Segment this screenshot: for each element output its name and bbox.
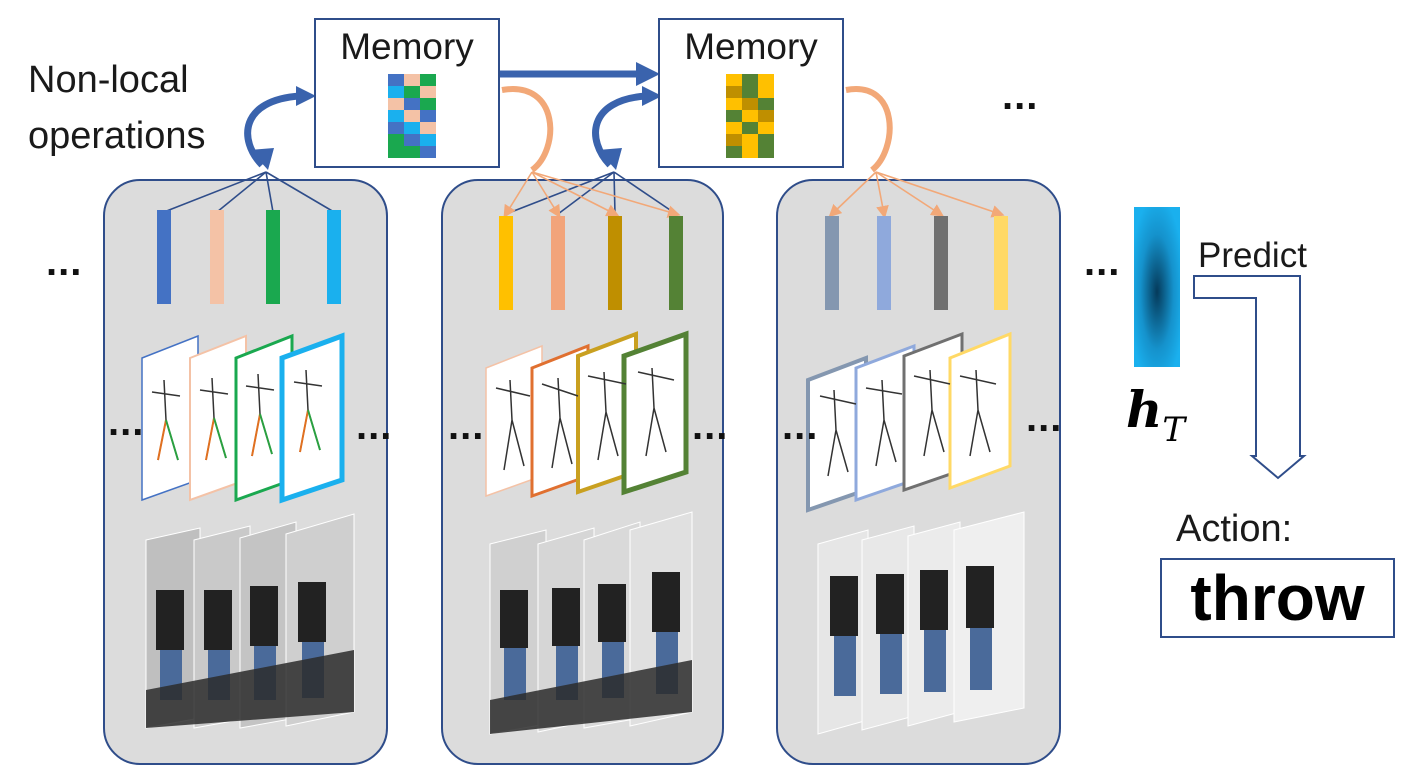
- memory-readout-curve-2: [845, 86, 893, 173]
- hidden-state-label: hT: [1126, 380, 1185, 450]
- feature-bars-2: [499, 216, 683, 310]
- ellipsis-panel3-right: ...: [1026, 396, 1063, 440]
- ellipsis-panel2-left: ...: [448, 404, 485, 448]
- video-frames-1: [145, 513, 355, 729]
- predict-arrow: [1193, 275, 1307, 480]
- skeleton-frames-3: [806, 331, 1012, 513]
- memory-box-2: Memory: [658, 18, 844, 168]
- non-local-operations-label: Non-local operations: [28, 52, 205, 164]
- ellipsis-left-features: ...: [46, 240, 83, 284]
- video-frames-2: [489, 511, 693, 735]
- attention-links-2: [505, 171, 677, 215]
- skeleton-frames-1: [141, 332, 345, 504]
- person-video-frame-icon: [156, 582, 326, 650]
- memory-transfer-arrow: [500, 62, 660, 86]
- feature-bars-1: [157, 210, 341, 304]
- memory-box-1: Memory: [314, 18, 500, 168]
- ellipsis-right-features: ...: [1084, 240, 1121, 284]
- memory-1-title: Memory: [340, 26, 474, 67]
- attention-links-1: [163, 171, 335, 213]
- memory-2-title: Memory: [684, 26, 818, 67]
- hidden-state-vector: [1134, 207, 1180, 367]
- predict-label: Predict: [1198, 236, 1307, 275]
- hidden-state-symbol: h: [1126, 380, 1163, 439]
- video-frames-3: [817, 511, 1025, 735]
- ellipsis-panel2-right: ...: [692, 404, 729, 448]
- action-label: Action:: [1176, 508, 1293, 550]
- memory-readout-links-2: [503, 171, 681, 219]
- ellipsis-panel3-left: ...: [782, 404, 819, 448]
- non-local-curve-arrow-1: [244, 86, 316, 170]
- memory-readout-curve-1: [501, 86, 554, 173]
- non-local-label-line1: Non-local: [28, 59, 189, 101]
- ellipsis-panel1-right: ...: [356, 404, 393, 448]
- non-local-curve-arrow-2: [592, 86, 662, 170]
- skeleton-frames-2: [485, 330, 689, 499]
- ellipsis-panel1-left: ...: [108, 400, 145, 444]
- action-result-box: throw: [1160, 558, 1395, 638]
- ellipsis-top: ...: [1002, 74, 1039, 118]
- non-local-label-line2: operations: [28, 115, 206, 157]
- feature-bars-3: [825, 216, 1008, 310]
- memory-readout-links-3: [828, 171, 1005, 219]
- hidden-state-subscript: T: [1162, 410, 1186, 450]
- skeleton-icon: [141, 332, 345, 504]
